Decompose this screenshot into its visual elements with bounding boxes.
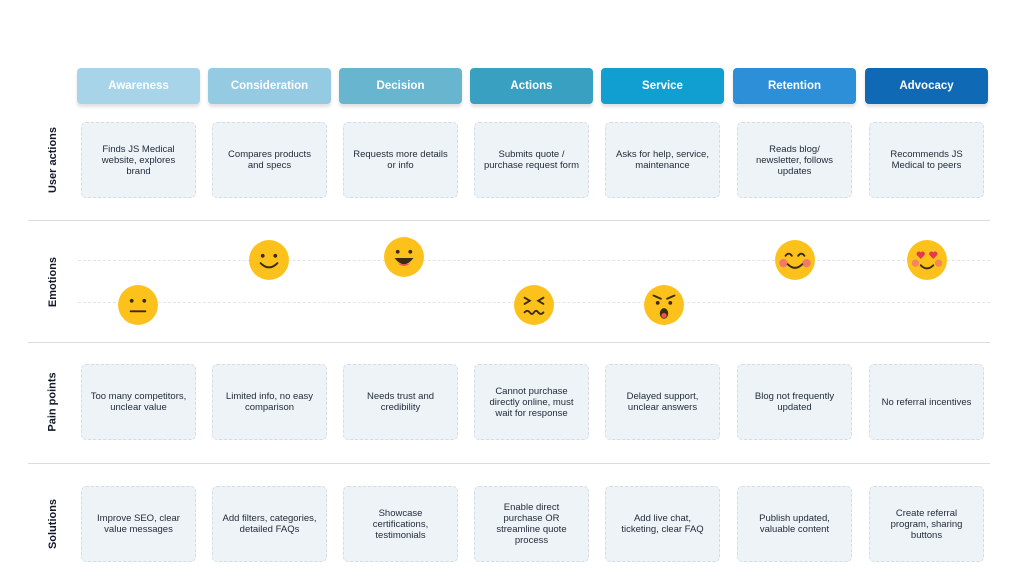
solution-card: Improve SEO, clear value messages [81,486,196,562]
user-action-card: Submits quote / purchase request form [474,122,589,198]
row-label-solutions: Solutions [28,484,78,564]
pain-point-card: No referral incentives [869,364,984,440]
pain-point-card: Blog not frequently updated [737,364,852,440]
smiling-face-icon [248,239,290,281]
row-label-user-actions: User actions [28,120,78,200]
user-action-card: Reads blog/ newsletter, follows updates [737,122,852,198]
stage-header-awareness: Awareness [77,68,200,104]
row-divider [28,463,990,464]
emotion-guide-high [78,260,990,261]
pain-point-card: Delayed support, unclear answers [605,364,720,440]
pain-point-card: Too many competitors, unclear value [81,364,196,440]
heart-eyes-face-icon [906,239,948,281]
row-label-text: Solutions [47,498,60,550]
pain-point-card: Limited info, no easy comparison [212,364,327,440]
solution-card: Showcase certifications, testimonials [343,486,458,562]
user-action-card: Recommends JS Medical to peers [869,122,984,198]
stage-header-consideration: Consideration [208,68,331,104]
user-action-card: Finds JS Medical website, explores brand [81,122,196,198]
solution-card: Add filters, categories, detailed FAQs [212,486,327,562]
confounded-face-icon [513,284,555,326]
user-action-card: Requests more details or info [343,122,458,198]
stage-header-retention: Retention [733,68,856,104]
row-label-pain-points: Pain points [28,362,78,442]
row-divider [28,220,990,221]
stage-header-advocacy: Advocacy [865,68,988,104]
stage-header-actions: Actions [470,68,593,104]
user-action-card: Asks for help, service, maintenance [605,122,720,198]
angry-face-icon [643,284,685,326]
blushing-face-icon [774,239,816,281]
row-label-emotions: Emotions [28,242,78,322]
neutral-face-icon [117,284,159,326]
stage-header-decision: Decision [339,68,462,104]
pain-point-card: Cannot purchase directly online, must wa… [474,364,589,440]
solution-card: Publish updated, valuable content [737,486,852,562]
grinning-face-icon [383,236,425,278]
row-label-text: Emotions [47,256,59,308]
solution-card: Add live chat, ticketing, clear FAQ [605,486,720,562]
row-divider [28,342,990,343]
stage-header-service: Service [601,68,724,104]
solution-card: Enable direct purchase OR streamline quo… [474,486,589,562]
user-action-card: Compares products and specs [212,122,327,198]
pain-point-card: Needs trust and credibility [343,364,458,440]
row-label-text: Pain points [47,372,59,432]
solution-card: Create referral program, sharing buttons [869,486,984,562]
row-label-text: User actions [47,126,59,194]
